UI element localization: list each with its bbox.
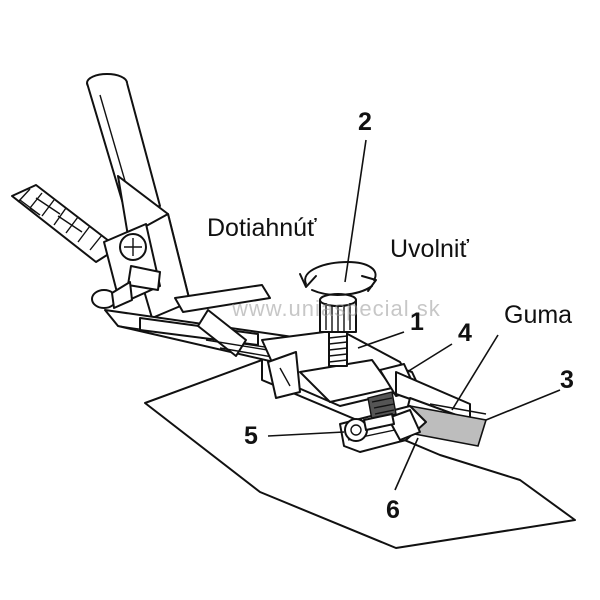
label-number-5: 5 xyxy=(244,422,258,450)
label-loosen: Uvolniť xyxy=(390,235,469,263)
rotation-arrow xyxy=(299,261,377,296)
label-number-1: 1 xyxy=(410,308,424,336)
foot-toe xyxy=(339,391,427,453)
adjusting-screw xyxy=(319,293,357,367)
label-number-4: 4 xyxy=(458,319,472,347)
adjuster-body xyxy=(261,329,417,407)
label-number-6: 6 xyxy=(386,496,400,524)
label-tighten: Dotiahnúť xyxy=(207,214,317,242)
watermark: www.uniaspecial.sk xyxy=(231,296,441,321)
elastic-guide xyxy=(395,371,488,447)
label-elastic: Guma xyxy=(504,301,572,329)
foot-shank xyxy=(91,175,191,319)
stitch-guide-bar xyxy=(11,184,119,263)
label-number-3: 3 xyxy=(560,366,574,394)
label-number-2: 2 xyxy=(358,108,372,136)
leader-lines xyxy=(267,139,561,491)
